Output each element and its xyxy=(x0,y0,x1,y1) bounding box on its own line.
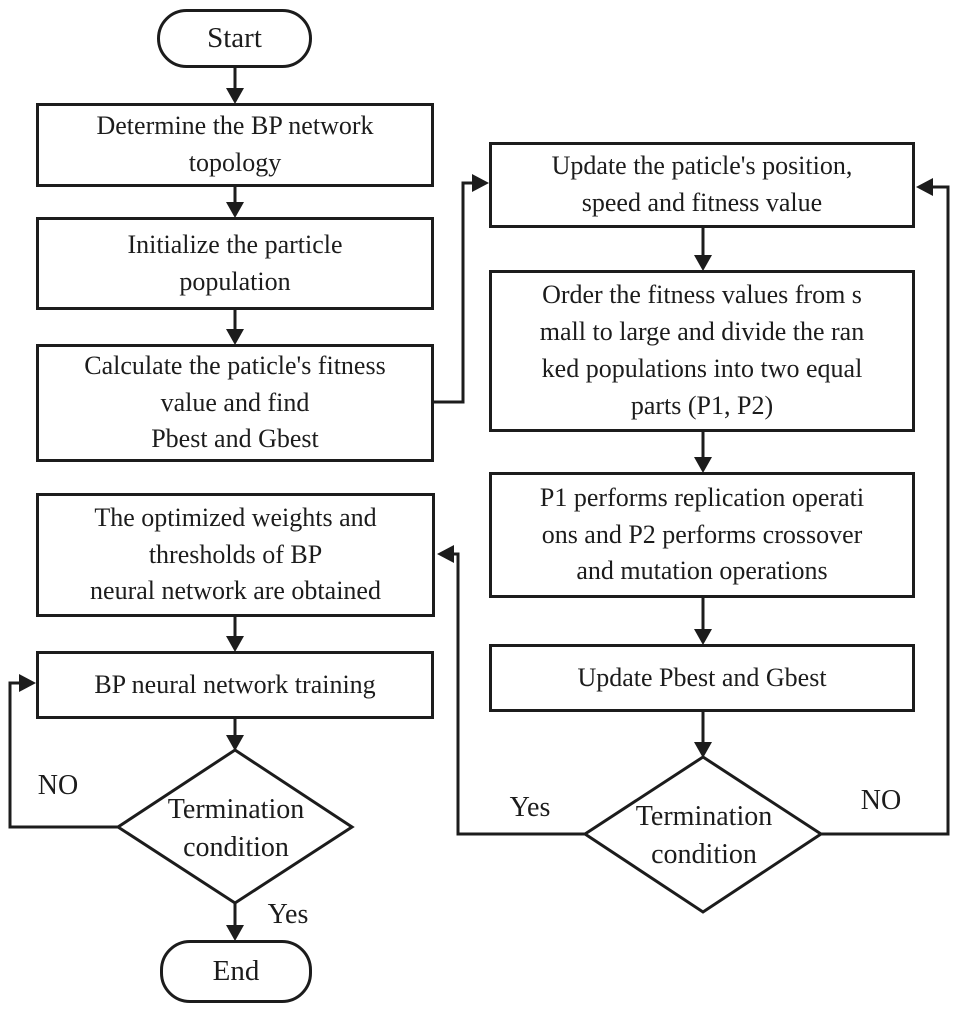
update-particle-node: Update the paticle's position, speed and… xyxy=(489,142,915,228)
edge-calculate-to-update-particle xyxy=(434,174,489,404)
left-termination-diamond xyxy=(115,748,355,905)
bp-training-node: BP neural network training xyxy=(36,651,434,719)
edge-optimized-to-bp-training xyxy=(226,617,244,652)
right-no-branch-label: NO xyxy=(860,785,902,817)
edge-right-termination-no-to-update-particle xyxy=(821,178,950,836)
determine-topology-label: Determine the BP network topology xyxy=(96,111,374,177)
update-particle-label: Update the paticle's position, speed and… xyxy=(551,151,853,217)
right-yes-branch-label: Yes xyxy=(509,792,551,824)
edge-initialize-to-calculate xyxy=(226,310,244,345)
end-node: End xyxy=(160,940,312,1003)
edge-left-termination-no-to-bp-training xyxy=(8,674,118,829)
start-label: Start xyxy=(207,21,262,54)
order-fitness-label: Order the fitness values from s mall to … xyxy=(539,280,865,420)
calculate-fitness-label: Calculate the paticle's fitness value an… xyxy=(84,350,386,454)
edge-order-to-operations xyxy=(694,432,712,473)
update-pbest-gbest-label: Update Pbest and Gbest xyxy=(577,662,827,692)
optimized-weights-label: The optimized weights and thresholds of … xyxy=(90,502,381,606)
p1-p2-operations-label: P1 performs replication operati ons and … xyxy=(539,482,865,586)
edge-update-particle-to-order xyxy=(694,228,712,271)
left-no-branch-label: NO xyxy=(37,770,79,802)
edge-right-termination-yes-to-optimized xyxy=(437,545,585,836)
initialize-population-node: Initialize the particle population xyxy=(36,217,434,310)
update-pbest-gbest-node: Update Pbest and Gbest xyxy=(489,644,915,712)
right-termination-diamond xyxy=(582,755,824,914)
edge-operations-to-update-pbest xyxy=(694,598,712,645)
edge-left-termination-yes-to-end xyxy=(226,903,244,941)
optimized-weights-node: The optimized weights and thresholds of … xyxy=(36,493,435,617)
left-yes-branch-label: Yes xyxy=(267,899,309,931)
determine-topology-node: Determine the BP network topology xyxy=(36,103,434,187)
right-termination-label: Termination condition xyxy=(635,801,773,870)
edge-bp-training-to-left-termination xyxy=(226,719,244,751)
start-node: Start xyxy=(157,9,312,68)
calculate-fitness-node: Calculate the paticle's fitness value an… xyxy=(36,344,434,462)
edge-determine-to-initialize xyxy=(226,187,244,218)
edge-start-to-determine xyxy=(226,68,244,104)
edge-update-pbest-to-right-termination xyxy=(694,712,712,758)
p1-p2-operations-node: P1 performs replication operati ons and … xyxy=(489,472,915,598)
initialize-population-label: Initialize the particle population xyxy=(127,229,343,296)
bp-training-label: BP neural network training xyxy=(94,669,376,699)
order-fitness-node: Order the fitness values from s mall to … xyxy=(489,270,915,432)
end-label: End xyxy=(212,954,260,987)
left-termination-label: Termination condition xyxy=(167,794,305,863)
